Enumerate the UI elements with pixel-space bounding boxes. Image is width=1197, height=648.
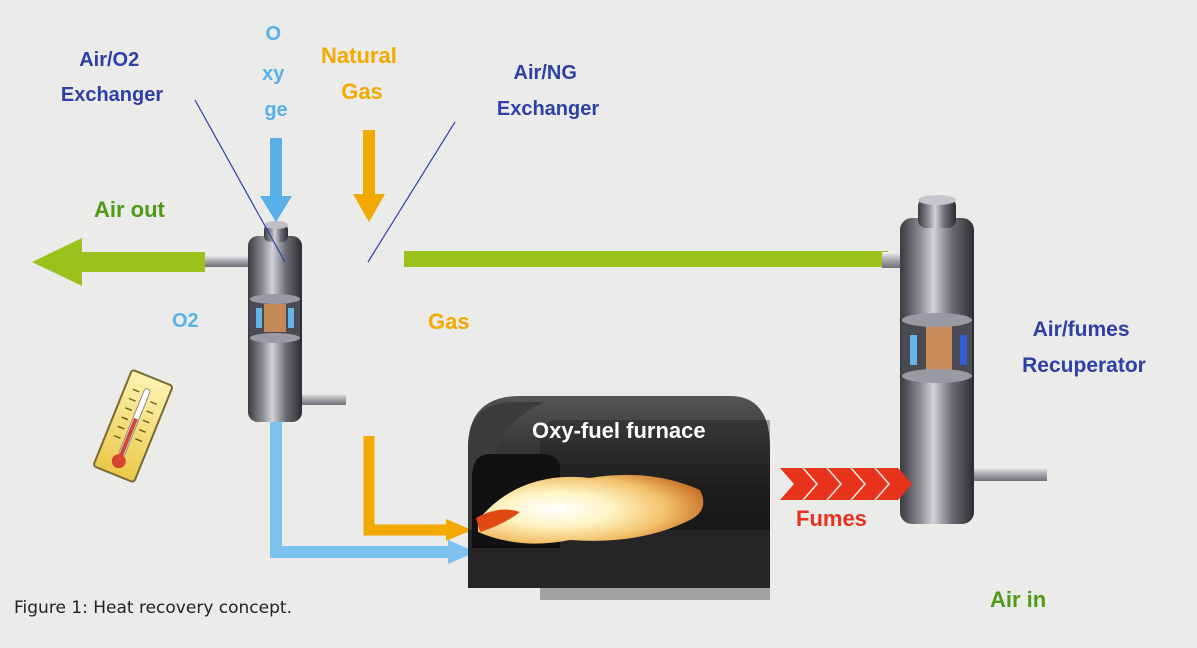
fumes-label: Fumes — [796, 506, 867, 531]
flame-icon — [478, 474, 704, 544]
air-fumes-recuperator-cylinder — [882, 195, 1047, 524]
natural-gas-down-arrow — [353, 130, 385, 222]
air-ng-exchanger-label: Air/NG Exchanger — [497, 62, 599, 120]
oxygen-pipe-to-furnace — [270, 422, 450, 558]
oxygen-label: O xy ge — [262, 23, 290, 121]
gas-label: Gas — [428, 309, 470, 334]
air-out-arrow — [32, 238, 205, 286]
natural-gas-flow — [353, 130, 472, 541]
recuperator-label: Air/fumes Recuperator — [1022, 318, 1146, 377]
furnace-label: Oxy-fuel furnace — [532, 418, 706, 443]
thermometer-icon — [93, 369, 173, 483]
gas-pipe-to-furnace — [363, 436, 448, 536]
air-o2-exchanger-cylinder — [205, 221, 346, 422]
oxygen-down-arrow — [260, 138, 292, 222]
air-ng-exchanger-leader — [367, 121, 456, 263]
o2-label: O2 — [172, 310, 199, 332]
oxygen-flow — [260, 138, 476, 564]
air-in-label: Air in — [990, 587, 1046, 612]
oxy-fuel-furnace — [468, 396, 770, 600]
air-o2-exchanger-leader — [194, 99, 286, 263]
air-connection-pipe — [404, 251, 888, 267]
air-line — [32, 238, 888, 286]
air-o2-exchanger-label: Air/O2 Exchanger — [61, 49, 163, 106]
fumes-arrows — [780, 468, 912, 500]
natural-gas-label: Natural Gas — [321, 43, 403, 104]
air-out-label: Air out — [94, 197, 166, 222]
figure-caption: Figure 1: Heat recovery concept. — [14, 598, 292, 618]
